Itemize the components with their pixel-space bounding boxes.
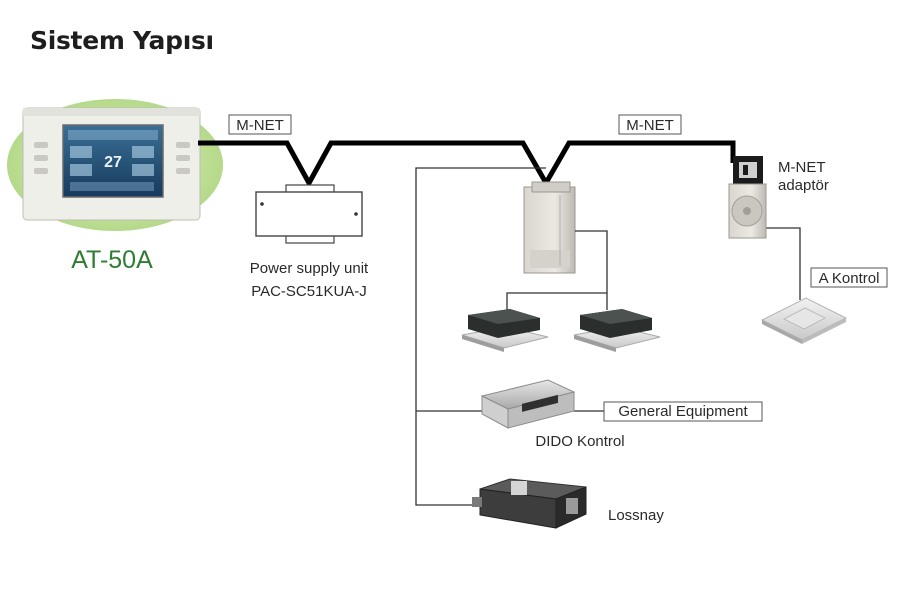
mnet-label-left: M-NET [228,114,292,135]
lossnay-unit: Lossnay [472,478,664,529]
svg-text:M-NET: M-NET [626,117,674,134]
mnet-bus-line [198,140,736,189]
general-equipment-label: General Equipment [603,401,763,422]
m-net-adaptor: M-NET adaptör [733,156,829,194]
svg-text:M-NET: M-NET [236,117,284,134]
thin-wiring [415,167,801,506]
dido-label: DIDO Kontrol [535,433,624,450]
power-supply-label: Power supply unit [250,260,369,277]
outdoor-unit-right [728,183,767,239]
svg-text:General Equipment: General Equipment [618,403,748,420]
mnet-label-right: M-NET [618,114,682,135]
indoor-unit-2 [573,309,661,352]
a-control-label: A Kontrol [810,267,888,288]
touchscreen: 27 [68,130,158,191]
svg-text:A Kontrol: A Kontrol [819,270,880,287]
lossnay-label: Lossnay [608,507,664,524]
outdoor-unit [523,181,576,274]
controller-model-label: AT-50A [71,246,153,274]
adaptor-label-line1: M-NET [778,159,826,176]
dido-controller: DIDO Kontrol [480,379,625,450]
screen-temperature: 27 [104,154,122,171]
indoor-unit-1 [461,309,549,352]
indoor-unit-a-control [760,297,848,344]
adaptor-label-line2: adaptör [778,177,829,194]
controller-at50a: 27 AT-50A [7,99,223,274]
power-supply-model-label: PAC-SC51KUA-J [251,283,367,300]
page-title: Sistem Yapısı [30,26,214,55]
power-supply-unit: Power supply unit PAC-SC51KUA-J [250,184,369,300]
